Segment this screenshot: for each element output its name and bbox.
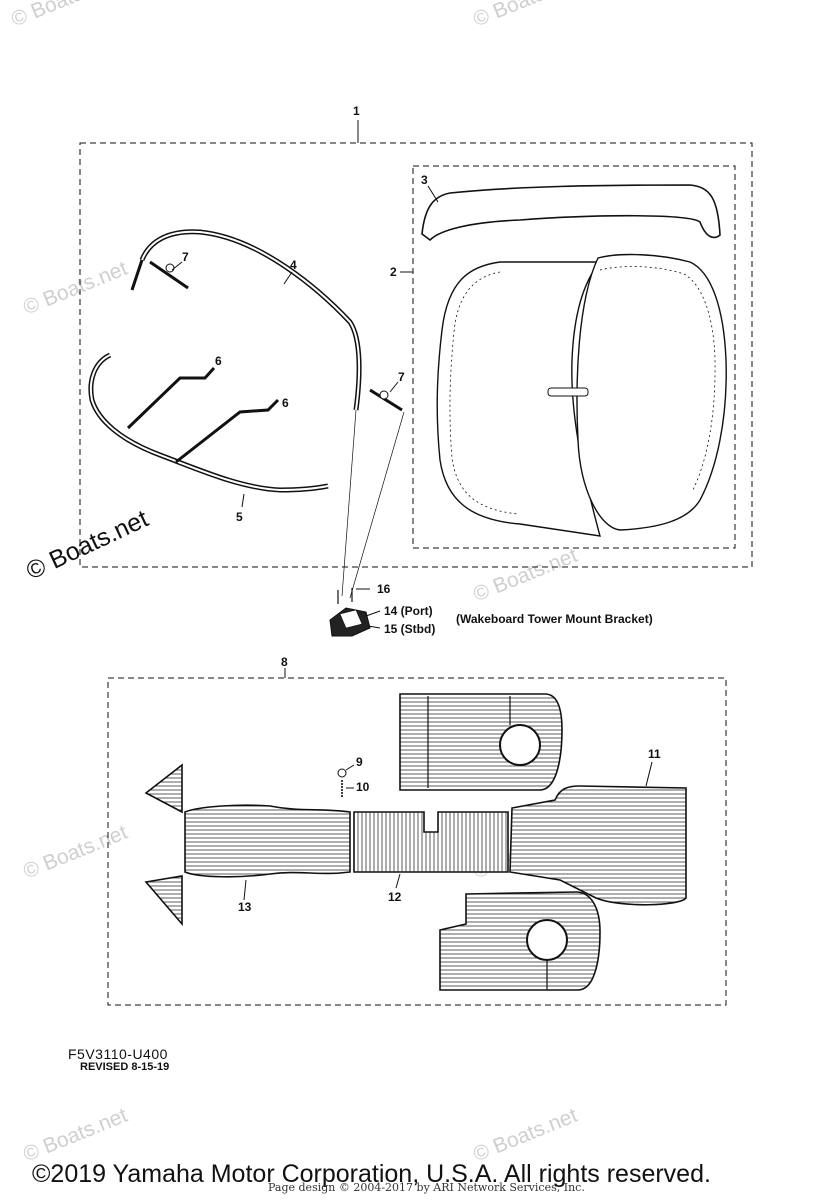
- callout-7b: 7: [398, 370, 405, 384]
- group-box-2: [412, 165, 736, 549]
- copyright-notice: ©2019 Yamaha Motor Corporation, U.S.A. A…: [32, 1160, 711, 1188]
- part-7-fitting-left: [149, 260, 189, 290]
- leader-bracket-a: [341, 409, 357, 597]
- callout-15: 15 (Stbd): [384, 622, 435, 636]
- callout-6b: 6: [282, 396, 289, 410]
- callout-5: 5: [236, 510, 243, 524]
- group-box-1: [79, 142, 753, 568]
- leader-bracket-b: [349, 411, 405, 599]
- leader-12: [395, 873, 401, 889]
- part-code: F5V3110-U400: [68, 1046, 168, 1062]
- callout-12: 12: [388, 890, 402, 904]
- part-3-sunshade: [421, 184, 721, 242]
- callout-6a: 6: [215, 354, 222, 368]
- part-6-strut-b: [175, 398, 280, 464]
- callout-10: 10: [356, 780, 370, 794]
- part-13-mat: [184, 804, 351, 878]
- leader-11: [645, 761, 653, 787]
- bow-pad-top: [144, 763, 183, 814]
- leader-7b: [389, 381, 399, 393]
- revised-date: REVISED 8-15-19: [80, 1061, 170, 1073]
- part-6-strut-a: [126, 366, 216, 430]
- part-2-panel-left: [436, 261, 602, 537]
- callout-13: 13: [238, 900, 252, 914]
- callout-8: 8: [281, 655, 288, 669]
- part-4-end: [130, 259, 144, 291]
- callout-4: 4: [290, 258, 297, 272]
- callout-1: 1: [353, 104, 360, 118]
- part-9-snap: [337, 768, 347, 778]
- part-11-mat-bottom: [439, 891, 601, 991]
- callout-3: 3: [421, 173, 428, 187]
- part-7-fitting-right: [369, 388, 403, 412]
- callout-11: 11: [648, 747, 661, 761]
- callout-7a: 7: [182, 250, 189, 264]
- bracket-caption: (Wakeboard Tower Mount Bracket): [456, 612, 653, 626]
- part-2-strap: [547, 387, 589, 397]
- callout-2: 2: [390, 265, 397, 279]
- leader-3: [427, 185, 439, 203]
- leader-5: [241, 493, 245, 508]
- group-box-8: [107, 677, 727, 1006]
- callout-14: 14 (Port): [384, 604, 433, 618]
- page-design-credit: Page design © 2004-2017 by ARI Network S…: [268, 1181, 585, 1194]
- part-12-mat: [353, 811, 509, 873]
- leader-4: [283, 271, 293, 285]
- part-11-mat-main: [509, 785, 687, 906]
- part-11-mat-top: [399, 693, 563, 791]
- leader-15: [367, 625, 381, 629]
- callout-9: 9: [356, 755, 363, 769]
- leader-7a: [171, 261, 183, 271]
- leader-13: [243, 879, 247, 901]
- part-2-panel-right-inner: [599, 266, 716, 493]
- callout-16: 16: [377, 582, 391, 596]
- leader-9: [345, 764, 355, 771]
- bow-pad-bottom: [144, 875, 183, 927]
- leader-14: [365, 610, 381, 617]
- part-2-panel-right: [576, 253, 727, 531]
